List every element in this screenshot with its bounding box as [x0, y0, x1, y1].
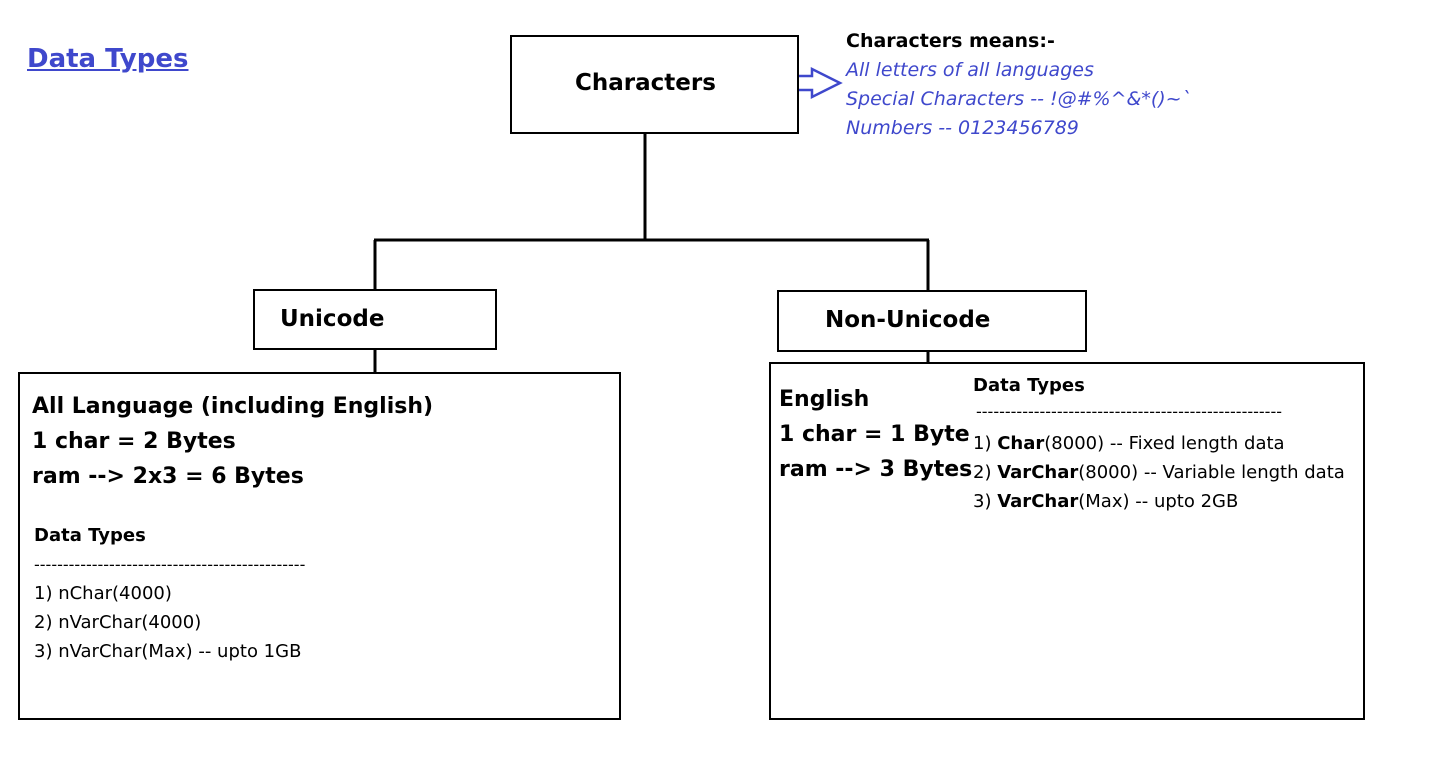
non-unicode-detail-box: English 1 char = 1 Byte ram --> 3 Bytes …	[769, 362, 1365, 720]
type-name: Char	[997, 433, 1045, 454]
non-unicode-node-label: Non-Unicode	[825, 307, 991, 333]
note-line: All letters of all languages	[846, 59, 1094, 81]
unicode-type-item: 3) nVarChar(Max) -- upto 1GB	[34, 641, 302, 662]
type-number: 3)	[973, 491, 992, 512]
non-unicode-summary-line: English	[779, 387, 870, 412]
unicode-divider: ----------------------------------------…	[34, 555, 306, 574]
non-unicode-summary-line: ram --> 3 Bytes	[779, 457, 973, 482]
type-detail: (8000) -- Variable length data	[1078, 462, 1345, 483]
page-title[interactable]: Data Types	[27, 44, 189, 74]
non-unicode-types-heading: Data Types	[973, 375, 1085, 396]
type-number: 1)	[973, 433, 992, 454]
unicode-summary-line: All Language (including English)	[32, 394, 434, 419]
non-unicode-node: Non-Unicode	[777, 290, 1087, 352]
unicode-summary-line: 1 char = 2 Bytes	[32, 429, 236, 454]
unicode-types-heading: Data Types	[34, 525, 146, 546]
unicode-type-item: 1) nChar(4000)	[34, 583, 172, 604]
note-heading: Characters means:-	[846, 30, 1055, 52]
unicode-summary-line: ram --> 2x3 = 6 Bytes	[32, 464, 304, 489]
unicode-detail-box: All Language (including English) 1 char …	[18, 372, 621, 720]
type-number: 2)	[973, 462, 992, 483]
type-name: VarChar	[997, 491, 1079, 512]
non-unicode-summary-line: 1 char = 1 Byte	[779, 422, 970, 447]
type-detail: (Max) -- upto 2GB	[1078, 491, 1239, 512]
unicode-type-item: 2) nVarChar(4000)	[34, 612, 202, 633]
type-name: VarChar	[997, 462, 1079, 483]
non-unicode-type-item: 3) VarChar(Max) -- upto 2GB	[973, 491, 1238, 512]
non-unicode-type-item: 1) Char(8000) -- Fixed length data	[973, 433, 1285, 454]
note-line: Numbers -- 0123456789	[846, 117, 1079, 139]
type-detail: (8000) -- Fixed length data	[1044, 433, 1285, 454]
non-unicode-divider: ----------------------------------------…	[976, 402, 1282, 421]
note-line: Special Characters -- !@#%^&*()~`	[846, 88, 1192, 110]
root-node-label: Characters	[575, 70, 716, 96]
unicode-node-label: Unicode	[280, 306, 385, 332]
non-unicode-type-item: 2) VarChar(8000) -- Variable length data	[973, 462, 1345, 483]
unicode-node: Unicode	[253, 289, 497, 350]
root-node: Characters	[510, 35, 799, 134]
